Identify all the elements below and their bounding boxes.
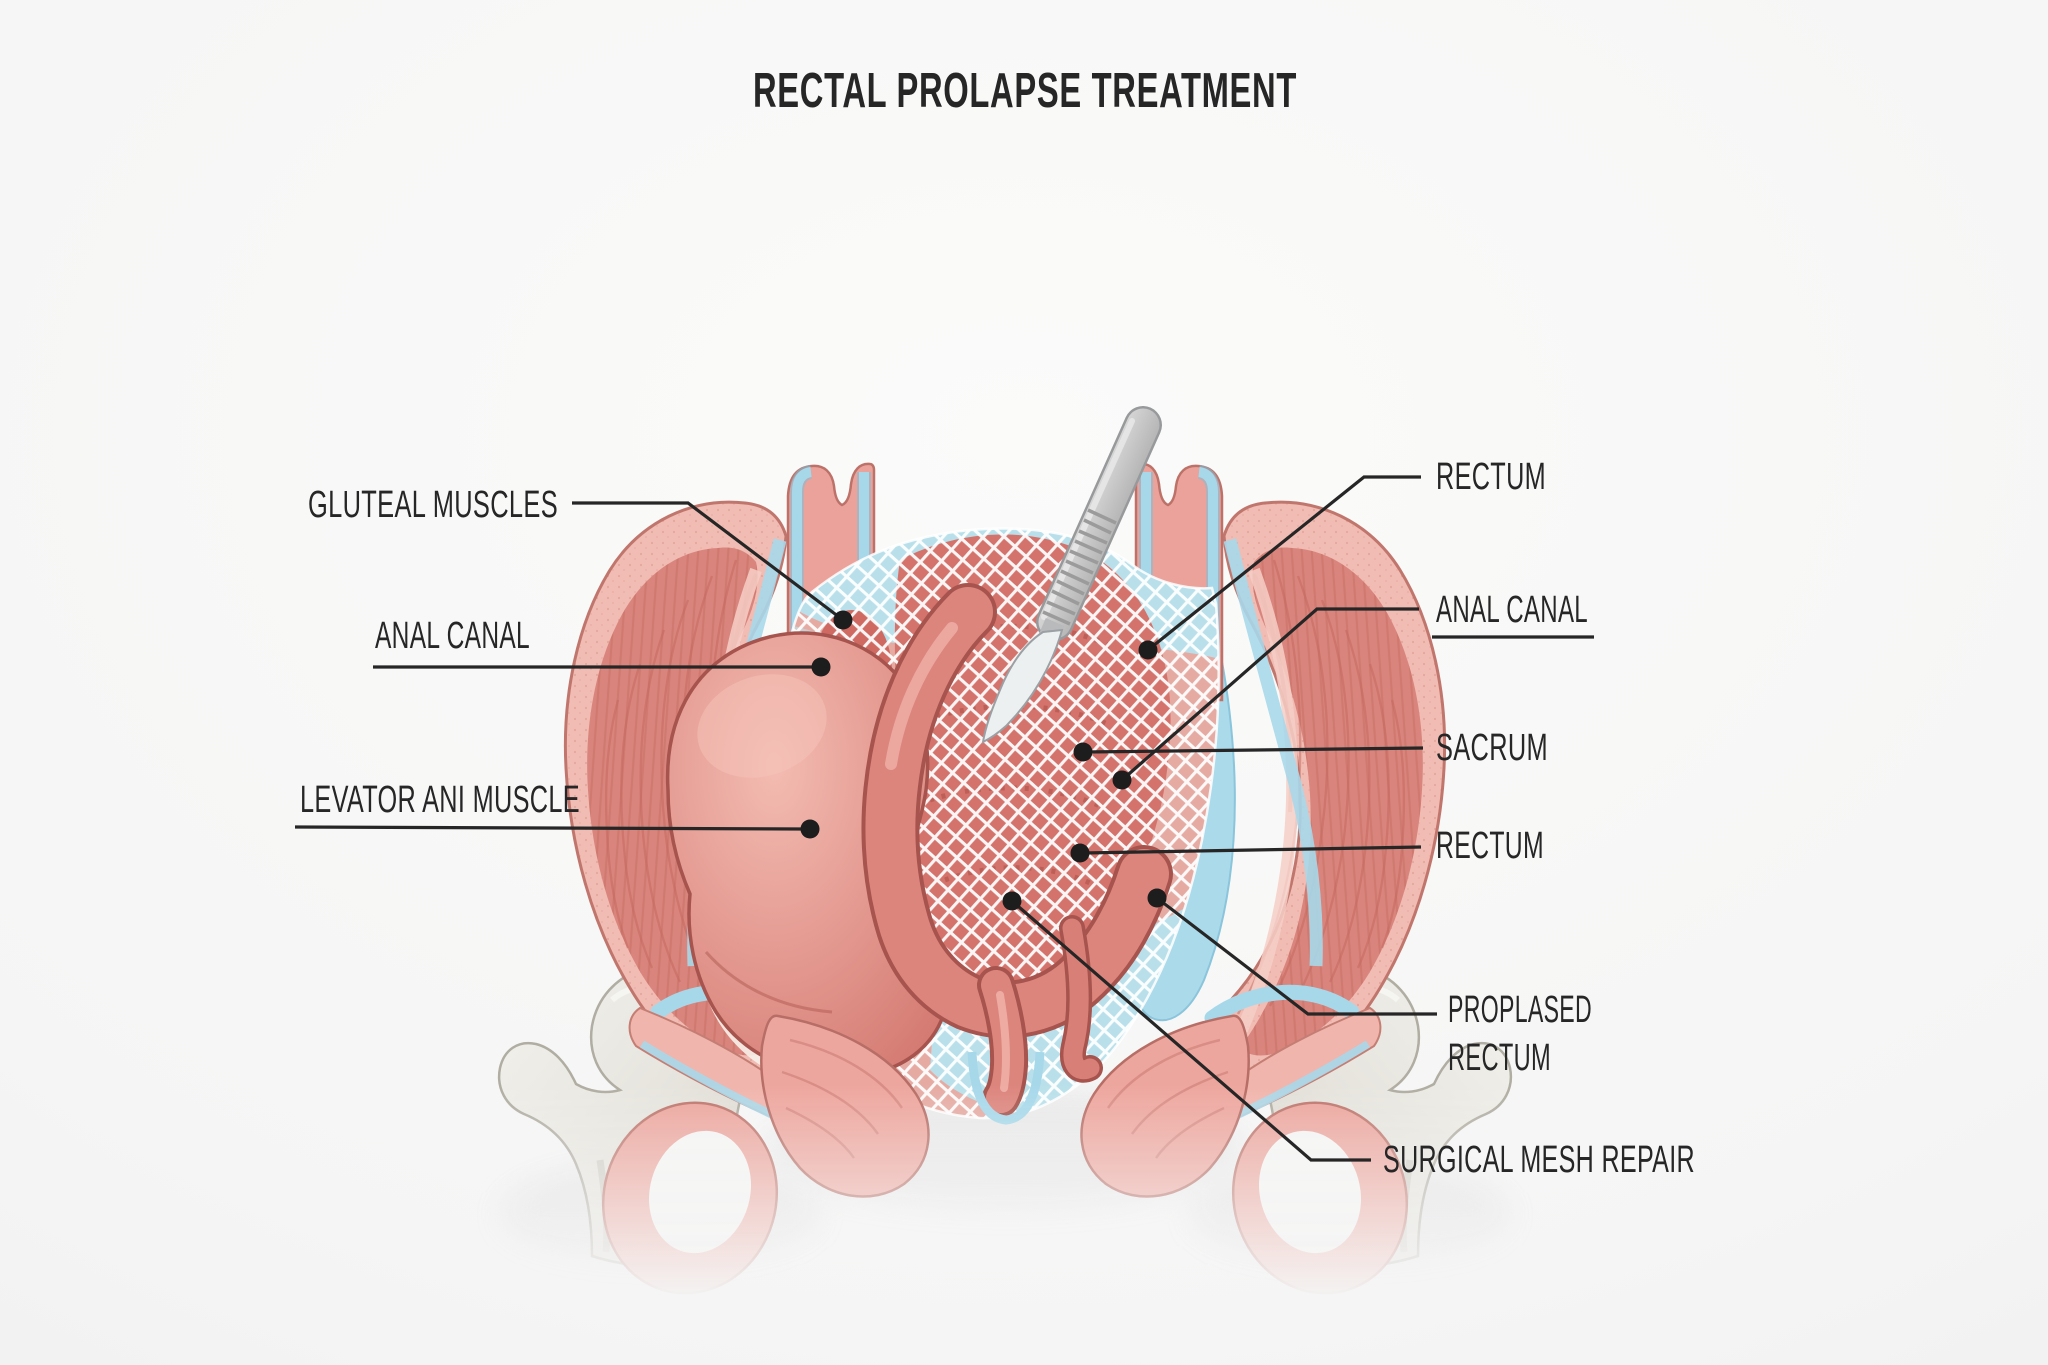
leader-line-surgical-mesh-repair: [1010, 899, 1371, 1162]
label-text-levator-ani-muscle: LEVATOR ANI MUSCLE: [300, 779, 580, 821]
label-gluteal-muscles: GLUTEAL MUSCLES: [308, 484, 853, 630]
leader-line-prolapsed-rectum: [1156, 896, 1437, 1016]
scalpel-blade: [981, 628, 1064, 744]
label-rectum-lower: RECTUM: [1070, 825, 1544, 867]
ischium-left: [601, 1101, 779, 1295]
leader-line-rectum-upper: [1146, 475, 1421, 652]
label-text-sacrum: SACRUM: [1436, 727, 1548, 769]
diagram-labels: RECTAL PROLAPSE TREATMENT GLUTEAL MUSCLE…: [294, 64, 1695, 1181]
label-text-anal-canal-right: ANAL CANAL: [1436, 589, 1588, 631]
leader-line-anal-canal-right: [1120, 607, 1419, 782]
leader-dot-prolapsed-rectum: [1147, 888, 1167, 908]
pelvic-floor-muscle-left: [760, 1014, 930, 1198]
label-levator-ani-muscle: LEVATOR ANI MUSCLE: [294, 779, 820, 839]
leader-dot-sacrum: [1073, 742, 1093, 762]
anatomy-illustration: [497, 406, 1511, 1316]
label-text-rectum-lower: RECTUM: [1436, 825, 1544, 867]
bulge-highlight: [697, 674, 827, 778]
scalpel-grip-ridges: [1042, 508, 1117, 626]
leader-dot-anal-canal-right: [1112, 770, 1132, 790]
leader-dot-gluteal-muscles: [833, 610, 853, 630]
label-text-surgical-mesh-repair: SURGICAL MESH REPAIR: [1383, 1139, 1695, 1181]
leader-dot-levator-ani-muscle: [800, 819, 820, 839]
label-prolapsed-rectum: PROPLASED RECTUM: [1147, 888, 1592, 1079]
label-text-gluteal-muscles: GLUTEAL MUSCLES: [308, 484, 558, 526]
label-text-rectum-upper: RECTUM: [1436, 456, 1546, 498]
leader-dot-rectum-lower: [1070, 843, 1090, 863]
label-anal-canal-right: ANAL CANAL: [1112, 589, 1594, 790]
label-text-prolapsed-rectum-line1: PROPLASED: [1448, 989, 1592, 1031]
anal-canal-lining: [967, 1051, 1045, 1125]
label-rectum-upper: RECTUM: [1138, 456, 1546, 660]
leader-dot-surgical-mesh-repair: [1002, 891, 1022, 911]
scalpel: [981, 406, 1162, 744]
label-surgical-mesh-repair: SURGICAL MESH REPAIR: [1002, 891, 1695, 1181]
leader-dot-anal-canal-left: [811, 657, 831, 677]
leader-line-levator-ani-muscle: [294, 825, 811, 831]
leader-line-sacrum: [1085, 746, 1424, 754]
label-text-anal-canal-left: ANAL CANAL: [375, 615, 530, 657]
label-sacrum: SACRUM: [1073, 727, 1548, 769]
page-title: RECTAL PROLAPSE TREATMENT: [753, 64, 1297, 118]
leader-line-gluteal-muscles: [572, 501, 844, 622]
prolapsed-rectum-tube: [967, 966, 1045, 1125]
label-text-prolapsed-rectum-line2: RECTUM: [1448, 1037, 1551, 1079]
leader-dot-rectum-upper: [1138, 640, 1158, 660]
label-anal-canal-left: ANAL CANAL: [373, 615, 831, 677]
leader-line-rectum-lower: [1082, 845, 1422, 855]
